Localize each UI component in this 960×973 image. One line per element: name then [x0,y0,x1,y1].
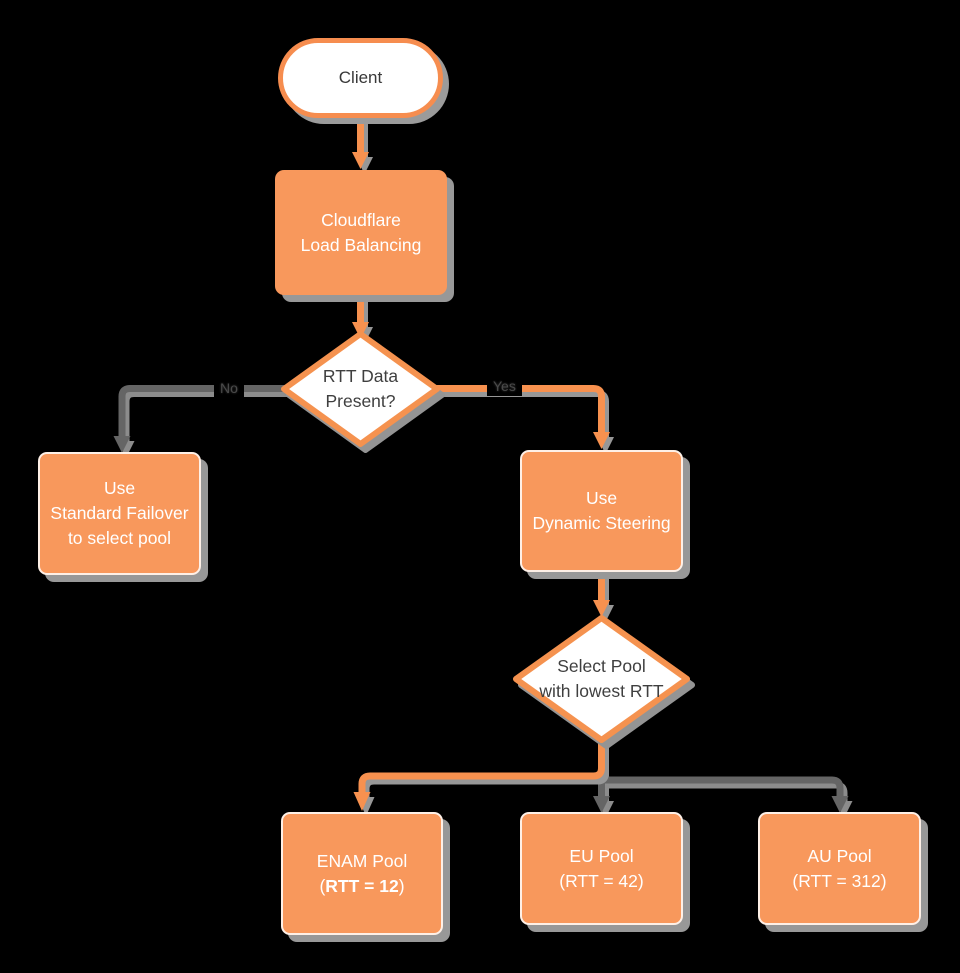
enam-pool-line1: ENAM Pool [316,850,408,871]
decision-select-pool-shape [513,615,690,743]
node-cloudflare-line1: Cloudflare [321,209,401,230]
edge-label-yes: Yes [487,376,522,396]
eu-pool-line1: EU Pool [569,845,634,866]
node-eu-pool: EU Pool (RTT = 42) [520,812,683,925]
standard-failover-line3: to select pool [67,528,172,548]
enam-rtt-paren-close: ) [398,875,405,896]
orange-connectors [352,110,610,811]
select-pool-line1: Select Pool [557,656,646,676]
decision-select-pool-label: Select Pool with lowest RTT [508,610,695,748]
enam-pool-line2: (RTT = 12) [319,874,404,899]
edge-eu-pool-arrowhead-icon [593,796,610,813]
edge-label-no: No [214,378,244,398]
edge-yes-connector [436,385,605,434]
node-cloudflare-line2: Load Balancing [300,234,422,255]
node-enam-pool: ENAM Pool (RTT = 12) [281,812,443,935]
eu-pool-line2: (RTT = 42) [559,870,644,891]
au-pool-line2: (RTT = 312) [792,870,887,891]
node-dynamic-steering: Use Dynamic Steering [520,450,683,572]
gray-connectors [113,385,849,813]
edge-enam-pool-connector [358,742,605,794]
enam-rtt-paren-open: ( [319,875,326,896]
node-client: Client [278,38,443,118]
edge-no-arrowhead-icon [113,436,131,453]
edge-enam-pool-arrowhead-icon [353,792,371,811]
decision-rtt-present-label: RTT Data Present? [276,326,445,452]
edge-client-arrowhead-icon [352,152,369,169]
rtt-present-line2: Present? [325,391,396,411]
decision-rtt-present-shape [281,331,440,447]
select-pool-line2: with lowest RTT [539,681,664,701]
standard-failover-line2: Standard Failover [50,503,189,523]
dynamic-steering-line2: Dynamic Steering [532,513,671,533]
node-client-label: Client [338,68,383,87]
edge-yes-arrowhead-icon [593,432,610,449]
rtt-present-line1: RTT Data [322,366,399,386]
edge-au-pool-connector [601,776,844,800]
edge-au-pool-arrowhead-icon [831,796,849,813]
node-standard-failover: Use Standard Failover to select pool [38,452,201,575]
enam-rtt-value: RTT = 12 [325,875,399,896]
node-cloudflare-load-balancing: Cloudflare Load Balancing [275,170,447,295]
edge-select-arrowhead-icon [593,600,610,617]
edge-no-connector [118,385,285,440]
standard-failover-line1: Use [103,478,136,498]
au-pool-line1: AU Pool [807,845,872,866]
dynamic-steering-line1: Use [585,488,618,508]
node-au-pool: AU Pool (RTT = 312) [758,812,921,925]
edge-decision-arrowhead-icon [352,322,369,339]
